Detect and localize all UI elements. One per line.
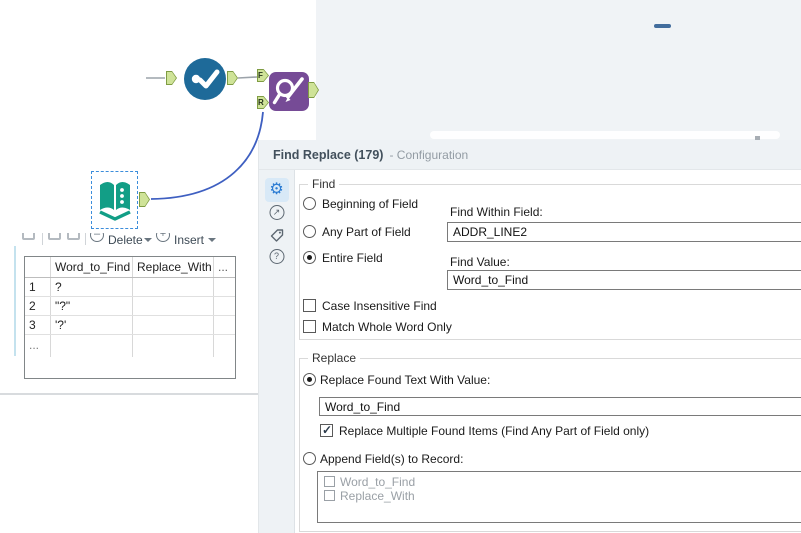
row-number: 1 (25, 278, 51, 296)
tag-icon[interactable] (269, 228, 284, 248)
replace-input-anchor[interactable]: R (257, 96, 269, 109)
replace-anchor-label: R (258, 98, 264, 107)
toolbar-separator (42, 233, 43, 245)
text-input-tool[interactable] (91, 171, 138, 229)
append-field-checkbox[interactable] (324, 476, 335, 487)
grid-cell[interactable] (214, 316, 235, 334)
minimized-window-fragment (654, 24, 671, 28)
grid-overflow-row: ... (25, 335, 235, 357)
replace-value-field[interactable]: Word_to_Find (319, 397, 801, 416)
replace-group-label: Replace (308, 351, 361, 365)
find-input-anchor[interactable]: F (257, 69, 269, 82)
grid-header-row: Word_to_Find Replace_With ... (25, 257, 235, 278)
grid-cell[interactable] (133, 278, 214, 296)
grid-cell[interactable] (214, 278, 235, 296)
radio-beginning-of-field[interactable] (303, 197, 316, 210)
text-input-editor-window: – Delete + Insert Word_to_Find Replace_W… (0, 233, 260, 395)
configuration-panel: Find Replace (179) - Configuration ⚙ ↗ ? (258, 140, 801, 533)
unique-tool[interactable] (184, 58, 226, 100)
gear-icon[interactable]: ⚙ (264, 178, 289, 202)
radio-entire-field[interactable] (303, 251, 316, 264)
highlight-artifact (430, 131, 780, 139)
selection-edge-line (14, 246, 16, 356)
radio-replace-found-text[interactable] (303, 373, 316, 386)
grid-cell (214, 335, 235, 357)
find-anchor-label: F (258, 71, 263, 80)
insert-button[interactable]: Insert (174, 233, 205, 247)
open-example-icon[interactable]: ↗ (269, 205, 284, 220)
row-number: 3 (25, 316, 51, 334)
tool-title: Find Replace (179) (273, 147, 384, 162)
toolbar-separator (85, 233, 86, 245)
find-value-label: Find Value: (450, 255, 510, 269)
radio-entire-label[interactable]: Entire Field (322, 251, 383, 265)
find-within-field-label: Find Within Field: (450, 205, 543, 219)
unique-output-anchor[interactable] (227, 71, 238, 85)
delete-row-icon[interactable]: – (90, 233, 104, 242)
table-row: 2 "?" (25, 297, 235, 316)
radio-append-fields[interactable] (303, 452, 316, 465)
config-icon-strip: ⚙ ↗ ? (259, 170, 294, 533)
replace-multiple-label[interactable]: Replace Multiple Found Items (Find Any P… (339, 424, 650, 438)
radio-any-part-label[interactable]: Any Part of Field (322, 225, 411, 239)
insert-row-icon[interactable]: + (156, 233, 170, 242)
append-field-label[interactable]: Replace_With (340, 489, 415, 503)
append-field-checkbox[interactable] (324, 490, 335, 501)
find-value-combobox[interactable]: Word_to_Find (447, 270, 801, 290)
text-input-tool-icon (98, 182, 131, 221)
insert-dropdown-caret[interactable] (208, 238, 216, 242)
append-field-label[interactable]: Word_to_Find (340, 475, 416, 489)
replace-multiple-checkbox[interactable] (320, 423, 333, 437)
match-whole-word-label[interactable]: Match Whole Word Only (322, 320, 452, 334)
find-group-label: Find (308, 177, 340, 191)
find-replace-output-anchor[interactable] (308, 82, 319, 98)
clipboard-icon[interactable] (22, 233, 35, 240)
case-insensitive-checkbox[interactable] (303, 299, 316, 312)
configuration-subtitle: - Configuration (389, 147, 469, 162)
append-fields-listbox: Word_to_Find Replace_With (317, 471, 801, 523)
grid-cell (51, 335, 133, 357)
grid-cell[interactable] (133, 316, 214, 334)
find-replace-tool[interactable] (269, 72, 309, 111)
grid-col-header[interactable]: Word_to_Find (51, 257, 133, 277)
case-insensitive-label[interactable]: Case Insensitive Find (322, 299, 437, 313)
replace-groupbox: Replace (299, 351, 801, 532)
text-input-output-anchor[interactable] (139, 192, 150, 207)
delete-dropdown-caret[interactable] (144, 238, 152, 242)
text-input-data-grid: Word_to_Find Replace_With ... 1 ? 2 "?" … (24, 256, 236, 379)
config-content: Find Beginning of Field Any Part of Fiel… (294, 170, 801, 533)
unique-input-anchor[interactable] (166, 71, 177, 85)
resize-handle-dot (755, 136, 760, 140)
grid-corner-cell (25, 257, 51, 277)
find-within-field-combobox[interactable]: ADDR_LINE2 (447, 222, 801, 242)
unique-tool-icon (184, 58, 226, 100)
radio-beginning-label[interactable]: Beginning of Field (322, 197, 419, 211)
grid-col-header[interactable]: Replace_With (133, 257, 214, 277)
find-replace-tool-icon (272, 76, 304, 104)
row-number: 2 (25, 297, 51, 315)
radio-any-part-of-field[interactable] (303, 225, 316, 238)
help-icon[interactable]: ? (269, 249, 284, 264)
grid-cell[interactable] (133, 297, 214, 315)
configuration-header: Find Replace (179) - Configuration (259, 140, 801, 170)
match-whole-word-checkbox[interactable] (303, 320, 316, 333)
canvas-right-background (316, 0, 801, 140)
grid-cell[interactable]: '?' (51, 316, 133, 334)
grid-overflow-indicator: ... (25, 335, 51, 357)
copy-icon[interactable] (48, 233, 61, 240)
radio-append-label[interactable]: Append Field(s) to Record: (320, 452, 464, 466)
find-groupbox: Find (299, 177, 801, 340)
grid-cell[interactable] (214, 297, 235, 315)
grid-col-header-more[interactable]: ... (218, 260, 229, 274)
grid-cell (133, 335, 214, 357)
table-row: 3 '?' (25, 316, 235, 335)
grid-cell[interactable]: "?" (51, 297, 133, 315)
paste-icon[interactable] (67, 233, 80, 240)
grid-cell[interactable]: ? (51, 278, 133, 296)
radio-replace-label[interactable]: Replace Found Text With Value: (320, 373, 491, 387)
table-row: 1 ? (25, 278, 235, 297)
delete-button[interactable]: Delete (108, 233, 143, 247)
